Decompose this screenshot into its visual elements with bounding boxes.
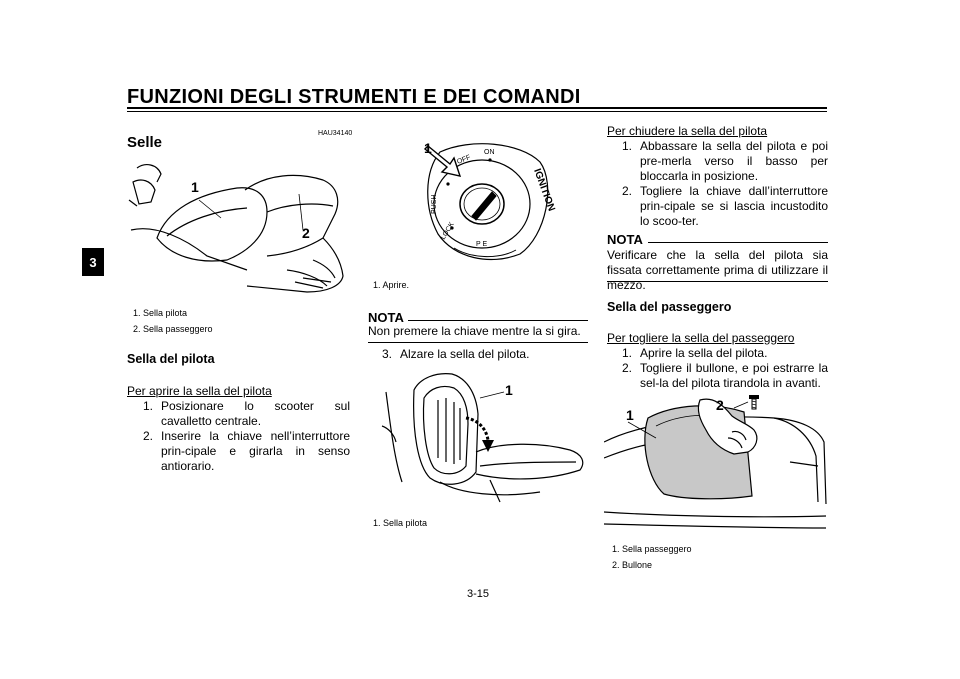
- figure-caption: 2. Bullone: [612, 560, 653, 570]
- procedure-heading: Per aprire la sella del pilota: [127, 384, 272, 398]
- callout-1: 1: [626, 407, 634, 423]
- figure-caption: 1. Sella pilota: [133, 308, 188, 318]
- title-rule: [127, 107, 827, 109]
- callout-1: 1: [424, 140, 432, 156]
- procedure-step: 3. Alzare la sella del pilota.: [382, 347, 588, 362]
- procedure-step: 2. Togliere la chiave dall’interruttore …: [622, 184, 828, 229]
- callout-2: 2: [716, 397, 724, 413]
- step-text: Togliere il bullone, e poi estrarre la s…: [640, 361, 828, 390]
- procedure-step: 2. Inserire la chiave nell’interruttore …: [143, 429, 350, 474]
- note-rule: [607, 281, 828, 282]
- passenger-seat-removal-illustration: [604, 395, 827, 529]
- step-text: Aprire la sella del pilota.: [640, 346, 768, 360]
- figure-caption: 1. Sella pilota: [373, 518, 428, 528]
- ring-label-push: PUSH: [431, 195, 438, 214]
- step-number: 2.: [622, 361, 633, 375]
- figure-caption: 1. Sella passeggero: [612, 544, 692, 554]
- note-label: NOTA: [368, 310, 404, 325]
- step-number: 1.: [622, 346, 633, 360]
- callout-1: 1: [191, 179, 199, 195]
- ring-label-on: ON: [484, 149, 495, 156]
- procedure-heading: Per chiudere la sella del pilota: [607, 124, 768, 138]
- subsection-title: Sella del pilota: [127, 352, 215, 366]
- seat-overview-illustration: [128, 164, 344, 293]
- step-number: 3.: [382, 347, 393, 361]
- subsection-title: Sella del passeggero: [607, 300, 732, 314]
- ring-label-ignition: IGNITION: [531, 167, 557, 213]
- ring-label-off: OFF: [456, 154, 472, 166]
- note-text: Verificare che la sella del pilota sia f…: [607, 248, 828, 292]
- procedure-step: 1. Aprire la sella del pilota.: [622, 346, 828, 361]
- step-text: Posizionare lo scooter sul cavalletto ce…: [161, 399, 350, 428]
- position-dot: [446, 182, 450, 186]
- raised-seat-illustration: [381, 373, 584, 503]
- step-text: Abbassare la sella del pilota e poi pre-…: [640, 139, 828, 183]
- key-switch-illustration: ON OFF PUSH LOCK P E IGNITION: [423, 143, 557, 261]
- ring-label-lock: LOCK: [440, 221, 456, 241]
- turn-arrow-icon: [423, 145, 462, 177]
- note-rule: [368, 342, 588, 343]
- ring-label-pe: P E: [476, 241, 487, 248]
- procedure-step: 1. Abbassare la sella del pilota e poi p…: [622, 139, 828, 184]
- step-text: Alzare la sella del pilota.: [400, 347, 530, 361]
- page-title: FUNZIONI DEGLI STRUMENTI E DEI COMANDI: [127, 86, 581, 108]
- step-number: 2.: [622, 184, 633, 198]
- note-rule: [648, 242, 828, 243]
- section-code: HAU34140: [318, 130, 353, 137]
- note-label: NOTA: [607, 232, 643, 247]
- step-number: 1.: [143, 399, 154, 413]
- step-number: 2.: [143, 429, 154, 443]
- title-rule-thin: [127, 111, 827, 112]
- position-dot: [450, 226, 454, 230]
- bolt-icon: [749, 395, 759, 410]
- position-dot: [488, 158, 492, 162]
- procedure-heading: Per togliere la sella del passeggero: [607, 331, 795, 345]
- callout-1: 1: [505, 382, 513, 398]
- note-rule: [408, 320, 588, 321]
- note-text: Non premere la chiave mentre la si gira.: [368, 324, 581, 338]
- lift-arrow-icon: [482, 440, 494, 452]
- step-text: Inserire la chiave nell’interruttore pri…: [161, 429, 350, 473]
- step-text: Togliere la chiave dall’interruttore pri…: [640, 184, 828, 228]
- procedure-step: 1. Posizionare lo scooter sul cavalletto…: [143, 399, 350, 429]
- callout-2: 2: [302, 225, 310, 241]
- chapter-tab: 3: [82, 248, 104, 276]
- figure-caption: 1. Aprire.: [373, 280, 410, 290]
- page-number: 3-15: [467, 588, 490, 600]
- procedure-step: 2. Togliere il bullone, e poi estrarre l…: [622, 361, 828, 391]
- section-title: Selle: [127, 134, 163, 151]
- step-number: 1.: [622, 139, 633, 153]
- figure-caption: 2. Sella passeggero: [133, 324, 213, 334]
